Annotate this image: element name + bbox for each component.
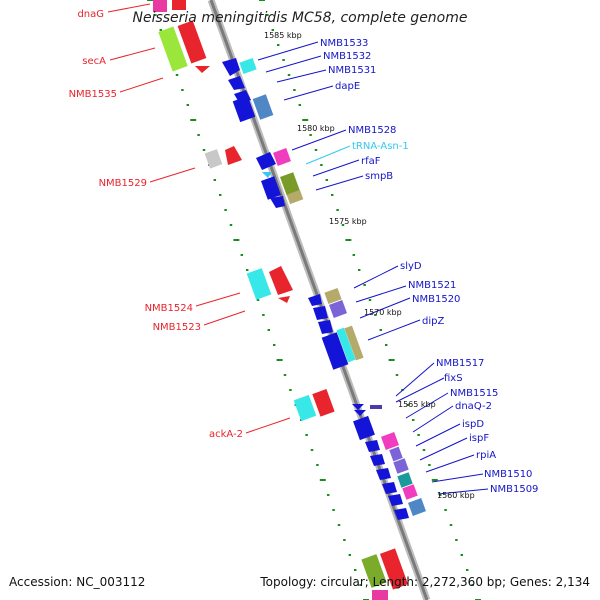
gene-label-right[interactable]: NMB1520 — [412, 294, 460, 305]
right-labels: NMB1533 NMB1532 NMB1531 dapE NMB1528 tRN… — [320, 38, 538, 495]
gene-block[interactable] — [336, 327, 356, 363]
gene-arrow[interactable] — [354, 410, 366, 416]
gene-block[interactable] — [389, 446, 403, 462]
gene-label-right[interactable]: ispD — [462, 419, 484, 430]
gene-block[interactable] — [153, 0, 167, 12]
gene-label-left[interactable]: NMB1523 — [153, 322, 201, 333]
left-connectors — [107, 3, 291, 434]
gene-block[interactable] — [361, 554, 387, 588]
gene-block[interactable] — [370, 405, 382, 409]
gene-arrow[interactable] — [195, 66, 210, 73]
gene-block[interactable] — [172, 0, 186, 10]
gene-arrow[interactable] — [228, 76, 245, 90]
right-connectors — [257, 41, 489, 495]
gene-arrow[interactable] — [313, 306, 328, 320]
gene-label-right[interactable]: NMB1517 — [436, 358, 484, 369]
ruler-labels: 1585 kbp 1580 kbp 1575 kbp 1570 kbp 1565… — [264, 31, 475, 500]
gene-arrow[interactable] — [270, 196, 285, 208]
accession-text: Accession: NC_003112 — [9, 575, 145, 589]
gene-label-right[interactable]: dipZ — [422, 316, 444, 327]
gene-arrow[interactable] — [262, 172, 272, 178]
gene-arrow[interactable] — [376, 468, 391, 480]
gene-arrow[interactable] — [222, 58, 240, 76]
left-features — [153, 0, 409, 600]
gene-label-left[interactable]: NMB1529 — [99, 178, 147, 189]
trna-connector — [305, 145, 351, 165]
gene-block[interactable] — [329, 300, 347, 318]
gene-arrow[interactable] — [225, 146, 242, 165]
gene-arrow[interactable] — [269, 266, 293, 295]
gene-arrow[interactable] — [256, 152, 276, 170]
gene-arrow[interactable] — [388, 494, 403, 506]
kbp-label: 1585 kbp — [264, 31, 302, 40]
gene-block[interactable] — [372, 590, 388, 600]
gene-label-left[interactable]: ackA-2 — [209, 429, 243, 440]
gene-label-right[interactable]: NMB1515 — [450, 388, 498, 399]
gene-arrow[interactable] — [370, 454, 385, 466]
gene-label-right[interactable]: smpB — [365, 171, 393, 182]
gene-label-right[interactable]: ispF — [469, 433, 489, 444]
gene-block[interactable] — [402, 484, 418, 500]
gene-label-left[interactable]: dnaG — [77, 9, 104, 20]
gene-block[interactable] — [204, 149, 223, 169]
gene-block[interactable] — [239, 57, 257, 75]
gene-label-left[interactable]: NMB1535 — [69, 89, 117, 100]
gene-label-right[interactable]: NMB1532 — [323, 51, 371, 62]
gene-label-right[interactable]: tRNA-Asn-1 — [352, 141, 409, 152]
gene-arrow[interactable] — [382, 482, 397, 494]
gene-block[interactable] — [280, 172, 300, 196]
gene-block[interactable] — [273, 148, 291, 166]
gene-arrow[interactable] — [318, 320, 333, 334]
gene-label-right[interactable]: fixS — [444, 373, 463, 384]
gene-arrow[interactable] — [365, 440, 380, 452]
gene-block[interactable] — [397, 472, 413, 488]
page-title: Neisseria meningitidis MC58, complete ge… — [132, 10, 467, 26]
gene-block[interactable] — [177, 20, 207, 64]
ruler-ticks — [147, 0, 481, 600]
gene-arrow[interactable] — [308, 294, 322, 306]
gene-label-right[interactable]: dnaQ-2 — [455, 401, 492, 412]
gene-block[interactable] — [408, 498, 426, 516]
gene-block[interactable] — [379, 548, 409, 590]
gene-block[interactable] — [246, 268, 272, 300]
gene-block[interactable] — [286, 189, 304, 205]
kbp-label: 1575 kbp — [329, 217, 367, 226]
gene-label-right[interactable]: NMB1509 — [490, 484, 538, 495]
gene-block[interactable] — [261, 176, 281, 200]
gene-block[interactable] — [324, 287, 342, 305]
gene-label-right[interactable]: NMB1521 — [408, 280, 456, 291]
gene-block[interactable] — [312, 388, 335, 417]
gene-block[interactable] — [381, 432, 399, 450]
gene-label-right[interactable]: NMB1531 — [328, 65, 376, 76]
left-labels: dnaG secA NMB1535 NMB1529 NMB1524 NMB152… — [69, 9, 243, 440]
gene-block[interactable] — [232, 95, 256, 123]
gene-block[interactable] — [158, 26, 188, 72]
kbp-label: 1580 kbp — [297, 124, 335, 133]
gene-block[interactable] — [393, 458, 409, 474]
gene-label-right[interactable]: rfaF — [361, 156, 381, 167]
gene-arrow[interactable] — [394, 508, 409, 520]
kbp-label: 1570 kbp — [364, 308, 402, 317]
gene-label-right[interactable]: NMB1533 — [320, 38, 368, 49]
genome-summary-text: Topology: circular; Length: 2,272,360 bp… — [259, 575, 590, 589]
gene-label-left[interactable]: secA — [82, 56, 106, 67]
gene-label-left[interactable]: NMB1524 — [145, 303, 193, 314]
gene-arrow[interactable] — [278, 296, 290, 303]
gene-arrow[interactable] — [352, 404, 364, 410]
gene-block[interactable] — [321, 332, 349, 370]
gene-block[interactable] — [293, 394, 317, 422]
gene-block[interactable] — [344, 325, 364, 361]
gene-label-right[interactable]: NMB1510 — [484, 469, 532, 480]
gene-label-right[interactable]: slyD — [400, 261, 422, 272]
kbp-label: 1560 kbp — [437, 491, 475, 500]
right-features — [222, 57, 426, 520]
gene-label-right[interactable]: dapE — [335, 81, 360, 92]
gene-block[interactable] — [252, 94, 274, 120]
gene-block[interactable] — [353, 415, 375, 441]
gene-label-right[interactable]: rpiA — [476, 450, 496, 461]
gene-label-right[interactable]: NMB1528 — [348, 125, 396, 136]
kbp-label: 1565 kbp — [398, 400, 436, 409]
